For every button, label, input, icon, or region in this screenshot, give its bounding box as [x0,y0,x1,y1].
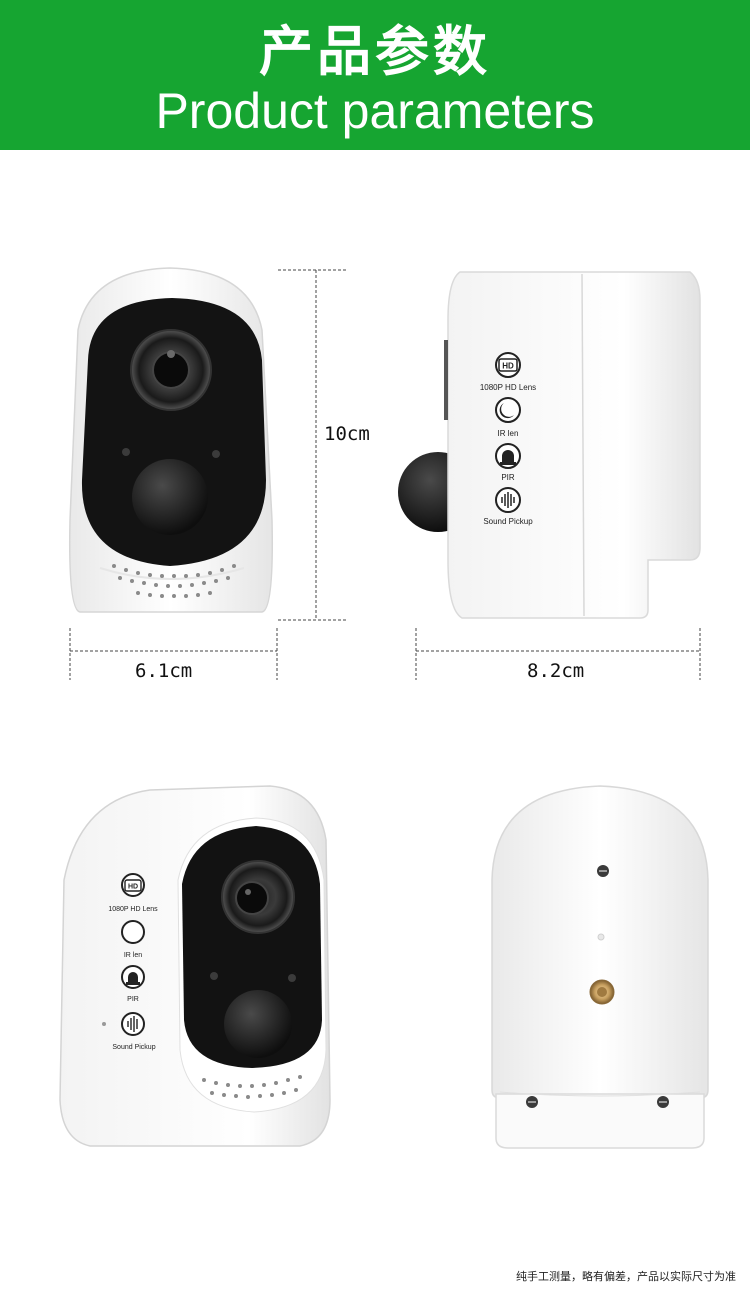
speaker-grille [202,1075,302,1099]
ir-lens-feature: IR len [121,920,145,959]
sound-wave-icon [501,492,515,508]
depth-dimension-line [415,628,701,680]
alarm-icon [502,450,514,462]
width-label: 6.1cm [135,660,193,682]
svg-text:Sound Pickup: Sound Pickup [112,1044,155,1051]
svg-text:HD: HD [502,362,514,371]
hd-icon [498,358,518,372]
sound-wave-icon [127,1016,138,1032]
hd-lens-feature: HD 1080P HD Lens [480,352,536,392]
alarm-icon [128,972,138,982]
width-dimension-line [69,628,278,680]
moon-icon [499,403,514,419]
camera-side-view: HD 1080P HD Lens IR len PIR Sound Pickup [398,271,701,619]
pir-feature: PIR [121,965,145,1003]
title-english: Product parameters [155,83,595,139]
header-banner: 产品参数 Product parameters [0,0,750,150]
pir-sensor-icon [132,459,208,535]
camera-front-view [68,267,274,613]
svg-text:Sound Pickup: Sound Pickup [483,517,533,526]
camera-angled-view: HD 1080P HD Lens IR len PIR Sound Pickup [59,785,331,1147]
height-dimension-line [278,269,346,621]
hd-icon [124,879,142,892]
pir-feature: PIR [495,443,521,482]
ir-lens-feature: IR len [495,397,521,438]
svg-text:1080P HD Lens: 1080P HD Lens [108,906,158,913]
title-chinese: 产品参数 [259,20,491,83]
height-label: 10cm [324,423,370,445]
sound-pickup-feature: Sound Pickup [483,487,533,526]
speaker-grille [112,564,236,598]
svg-text:PIR: PIR [127,996,139,1003]
svg-text:1080P HD Lens: 1080P HD Lens [480,383,536,392]
measurement-disclaimer: 纯手工测量，略有偏差，产品以实际尺寸为准 [516,1270,736,1283]
camera-back-view [491,785,709,1149]
hd-lens-feature: HD 1080P HD Lens [108,873,158,913]
camera-face-panel [81,298,267,566]
svg-text:HD: HD [128,884,138,891]
svg-text:IR len: IR len [124,952,142,959]
depth-label: 8.2cm [527,660,585,682]
sound-pickup-feature: Sound Pickup [112,1012,156,1051]
svg-text:IR len: IR len [498,429,519,438]
svg-text:PIR: PIR [501,473,515,482]
